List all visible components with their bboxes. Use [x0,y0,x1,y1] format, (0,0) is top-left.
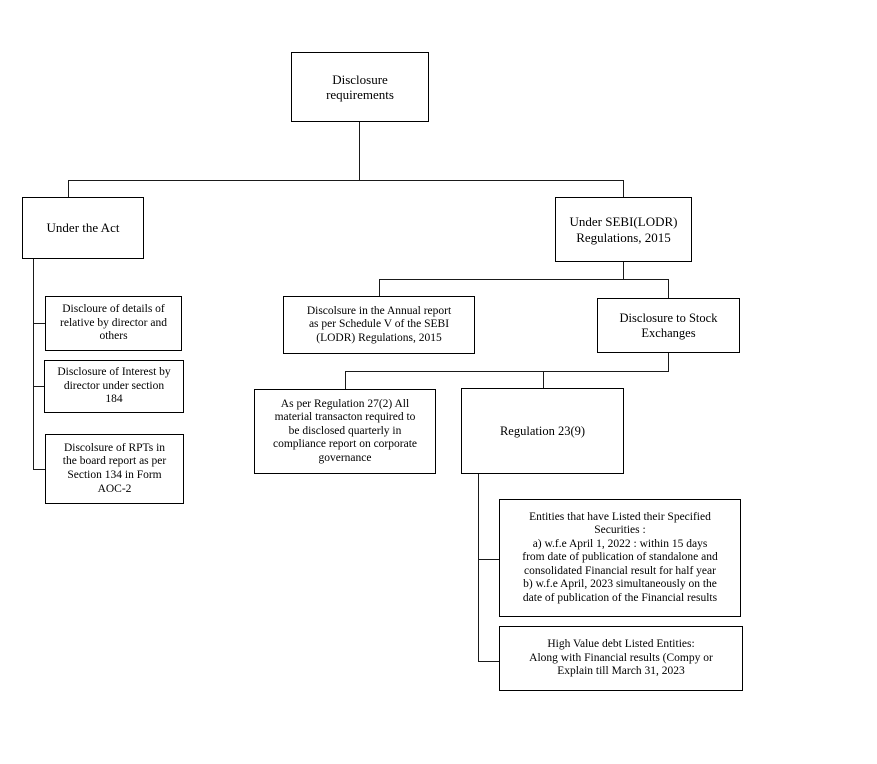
connector-reg23-to-entities [478,559,500,560]
node-disclosure-annual-report-schedule-v[interactable]: Discolsure in the Annual report as per S… [283,296,475,354]
node-under-sebi-lodr[interactable]: Under SEBI(LODR) Regulations, 2015 [555,197,692,262]
connector-stock-bus [345,371,669,372]
node-label: Under SEBI(LODR) Regulations, 2015 [569,214,678,245]
connector-to-under-sebi [623,180,624,198]
node-label: Regulation 23(9) [499,423,586,438]
node-label: Under the Act [46,220,120,236]
node-regulation-23-9[interactable]: Regulation 23(9) [461,388,624,474]
node-label: Disclosure of Interest by director under… [57,366,171,406]
node-disclosure-rpt-aoc2[interactable]: Discolsure of RPTs in the board report a… [45,434,184,504]
connector-sebi-stem [623,262,624,279]
node-disclosure-requirements[interactable]: Disclosure requirements [291,52,429,122]
connector-sebi-bus [379,279,669,280]
connector-act-spine [33,259,34,469]
node-label: As per Regulation 27(2) All material tra… [272,397,417,464]
node-label: Disclosure to Stock Exchanges [619,310,718,340]
node-entities-listed-specified-securities[interactable]: Entities that have Listed their Specifie… [499,499,741,617]
node-label: Entities that have Listed their Specifie… [522,510,718,604]
node-label: Discolsure of RPTs in the board report a… [62,441,167,495]
connector-root-stem [359,122,360,181]
node-disclosure-to-stock-exchanges[interactable]: Disclosure to Stock Exchanges [597,298,740,353]
connector-act-to-rpt [33,469,46,470]
connector-reg23-to-hvdle [478,661,500,662]
connector-sebi-to-annual [379,279,380,297]
node-label: Discolsure in the Annual report as per S… [306,304,452,344]
connector-stock-stem [668,353,669,371]
connector-to-under-act [68,180,69,198]
node-label: Disclosure requirements [326,71,394,102]
node-label: High Value debt Listed Entities: Along w… [529,638,713,678]
node-disclosure-relative-details[interactable]: Discloure of details of relative by dire… [45,296,182,351]
node-disclosure-interest-section-184[interactable]: Disclosure of Interest by director under… [44,360,184,413]
connector-act-to-relative [33,323,46,324]
connector-sebi-to-stock [668,279,669,299]
node-under-the-act[interactable]: Under the Act [22,197,144,259]
node-high-value-debt-listed-entities[interactable]: High Value debt Listed Entities: Along w… [499,626,743,691]
connector-level1-bus [68,180,624,181]
connector-act-to-interest [33,386,45,387]
connector-stock-to-reg23 [543,371,544,389]
node-regulation-27-2[interactable]: As per Regulation 27(2) All material tra… [254,389,436,474]
connector-reg23-spine [478,474,479,661]
node-label: Discloure of details of relative by dire… [60,303,167,343]
connector-stock-to-reg27 [345,371,346,390]
